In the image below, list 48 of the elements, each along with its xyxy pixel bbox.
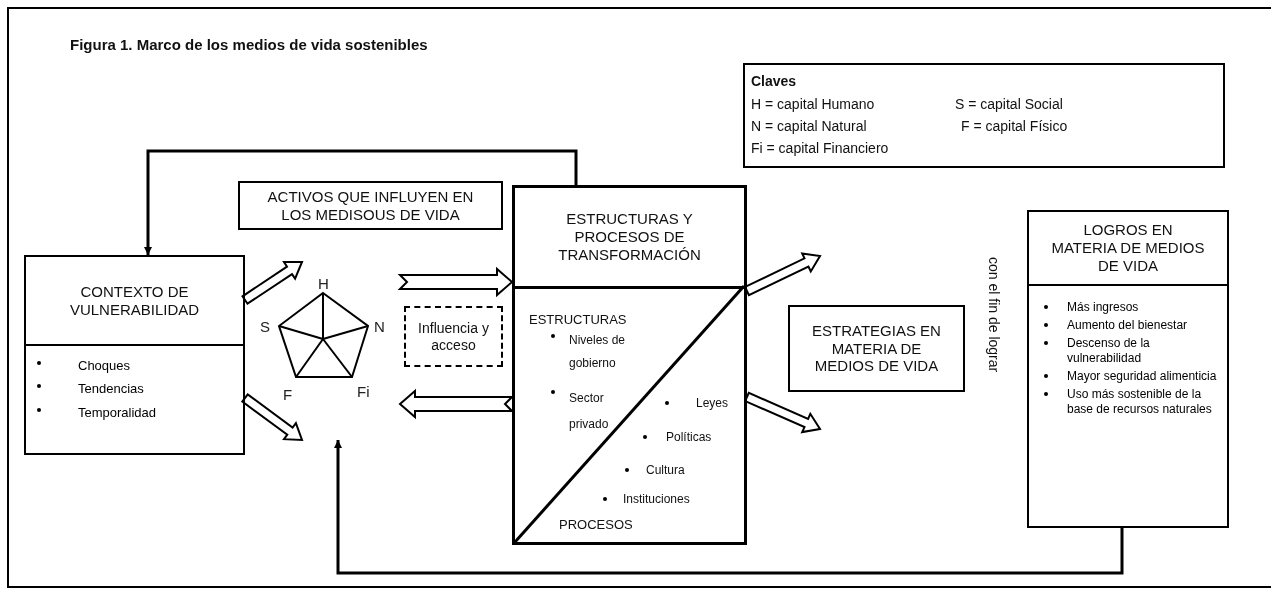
bullet-item: Políticas [666, 430, 713, 445]
bullet-item: Tendencias [78, 381, 144, 397]
bullet-item: Aumento del bienestar [1067, 318, 1188, 332]
text-box [1027, 210, 1229, 528]
text-box [238, 181, 503, 230]
text-box [24, 255, 245, 455]
bullet-item: Mayor seguridad alimenticia [1067, 369, 1217, 383]
key-entry: F = capital Físico [961, 118, 1068, 134]
vertex-label: S [260, 318, 270, 335]
bullet-item: Descenso de la vulnerabilidad [1067, 336, 1150, 365]
section-label: PROCESOS [559, 517, 634, 532]
vertex-label: H [318, 275, 329, 292]
key-entry: S = capital Social [955, 96, 1063, 112]
key-entry: H = capital Humano [751, 96, 875, 112]
text-box [788, 305, 965, 392]
section-label: ESTRUCTURAS [529, 312, 628, 327]
vertical-label: con el fin de lograr [986, 257, 1002, 373]
box-heading: LOGROS EN MATERIA DE MEDIOS DE VIDA [1050, 221, 1206, 275]
bullet-item: Leyes [696, 396, 730, 411]
bullet-item: Instituciones [623, 492, 691, 507]
bullet-item: Temporalidad [78, 404, 157, 420]
bullet-item: Choques [78, 358, 131, 373]
box-label: ESTRATEGIAS EN MATERIA DE MEDIOS DE VIDA [811, 321, 942, 376]
vertex-label: Fi [357, 383, 370, 400]
block-arrow [241, 261, 304, 306]
figure-title: Figura 1. Marco de los medios de vida sostenibles [70, 36, 428, 53]
connector-arrow [334, 440, 1124, 575]
connector-arrow [144, 149, 578, 255]
bullet-item: Niveles de gobierno [569, 332, 627, 372]
key-heading: Claves [751, 73, 797, 89]
block-arrow [398, 388, 515, 420]
vertex-label: F [283, 386, 293, 403]
key-box [743, 63, 1225, 168]
vertex-label: N [374, 318, 385, 335]
bullet-item: Uso más sostenible de la base de recursos naturales [1067, 387, 1212, 416]
bullet-item: Más ingresos [1067, 300, 1139, 314]
box-heading: ESTRUCTURAS Y PROCESOS DE TRANSFORMACIÓN [557, 210, 702, 264]
key-entry: N = capital Natural [751, 118, 867, 134]
key-entry: Fi = capital Financiero [751, 140, 889, 156]
dashed-box [404, 306, 503, 367]
bullet-item: Sector privado [569, 390, 610, 433]
box-label: ACTIVOS QUE INFLUYEN EN LOS MEDISOUS DE VIDA [266, 187, 475, 224]
box-heading: CONTEXTO DE VULNERABILIDAD [68, 282, 201, 319]
block-arrow [240, 393, 304, 442]
box-label: Influencia y acceso [417, 320, 490, 353]
text-box [512, 185, 747, 545]
block-arrow [397, 266, 514, 298]
bullet-item: Cultura [646, 463, 686, 478]
